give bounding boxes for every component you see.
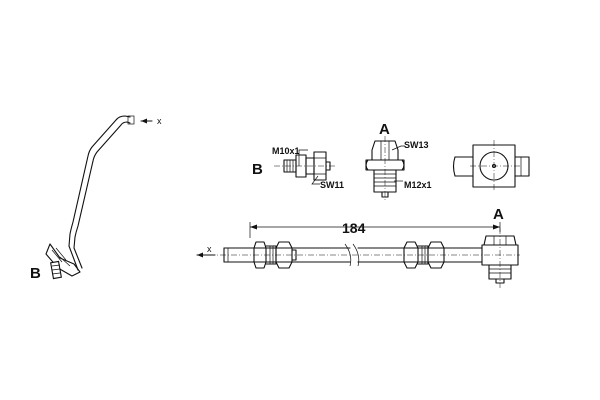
end-a-label: A: [493, 206, 504, 223]
detail-b-fitting: [274, 149, 336, 185]
overview-detail-b-label: B: [30, 265, 41, 282]
length-dimension-label: 184: [342, 220, 366, 236]
view-a-label: A: [379, 121, 390, 138]
installed-hose-overview: [45, 115, 153, 280]
thread-a-label: M12x1: [404, 180, 432, 190]
hose-x-label: x: [207, 244, 212, 254]
overview-x-label: x: [157, 116, 162, 126]
detail-b-label: B: [252, 161, 263, 178]
wrench-b-label: SW11: [320, 180, 344, 190]
view-a-banjo-top: [452, 140, 530, 192]
thread-b-label: M10x1: [272, 146, 300, 156]
view-a-banjo-side: [365, 136, 405, 200]
wrench-a-label: SW13: [404, 140, 429, 150]
hose-main-view: [196, 222, 520, 288]
